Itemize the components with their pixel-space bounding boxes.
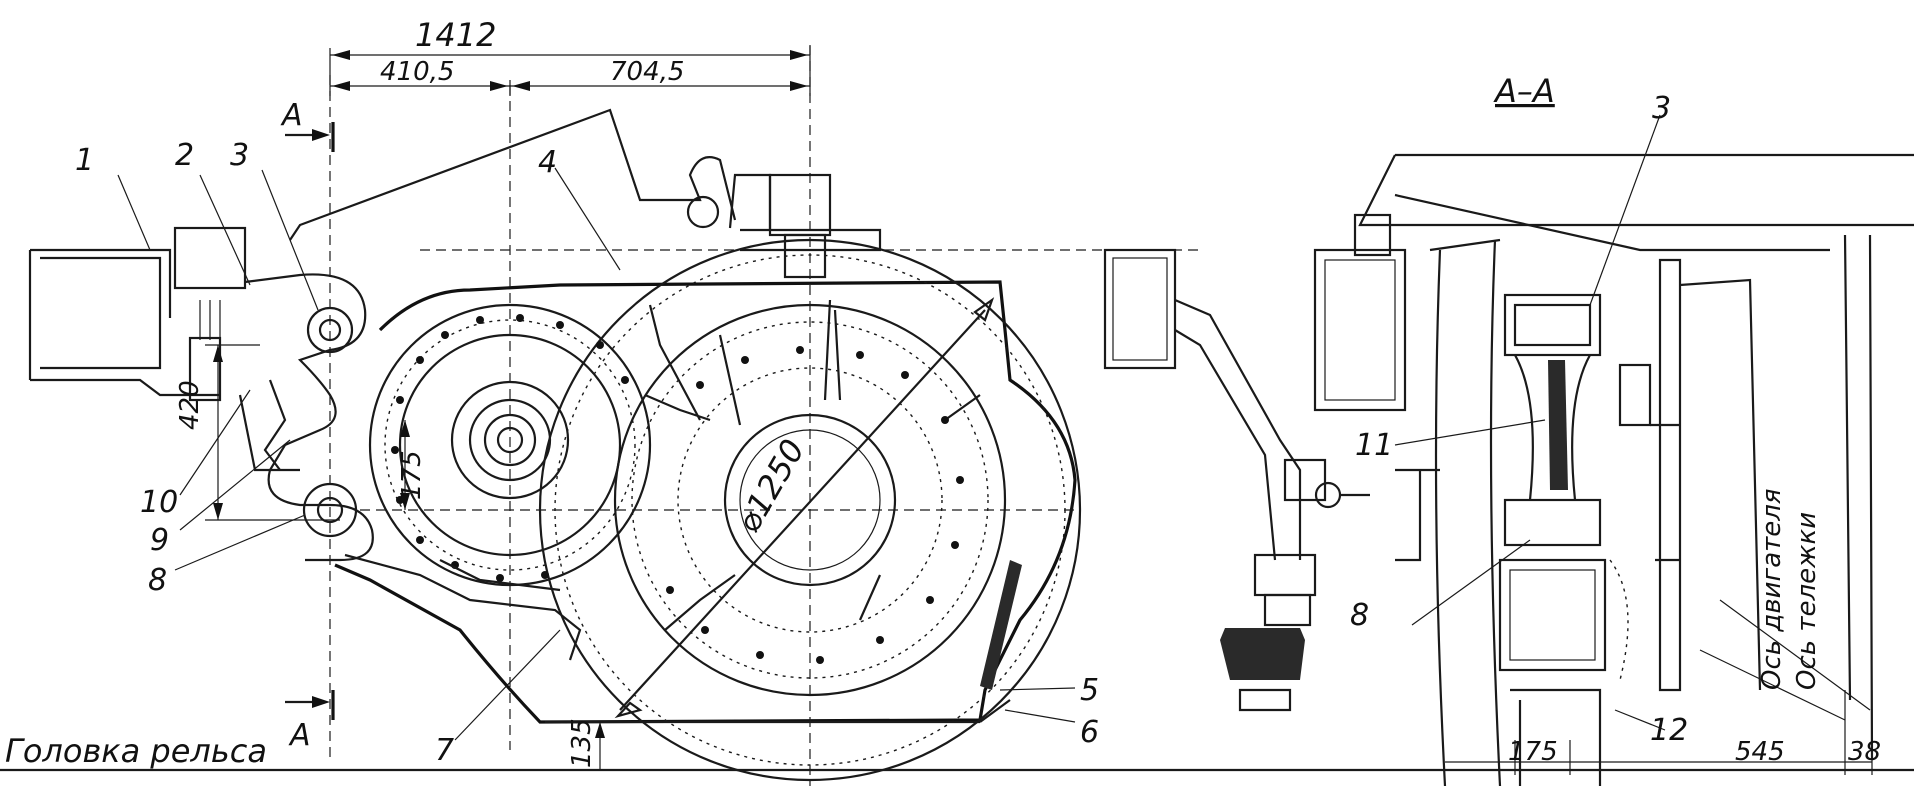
dim-175: 175 bbox=[397, 450, 427, 500]
motor-nose-arm bbox=[289, 108, 737, 241]
wheel-flange bbox=[1434, 239, 1502, 786]
middle-bracket-view bbox=[1103, 248, 1370, 712]
dim-545: 545 bbox=[1735, 737, 1785, 767]
dim-410-5: 410,5 bbox=[380, 57, 454, 87]
frame-block bbox=[188, 336, 222, 402]
hatched-seal bbox=[980, 560, 1022, 690]
lower-bearing bbox=[1503, 498, 1602, 547]
dim-704-5: 704,5 bbox=[610, 57, 684, 87]
dim-135: 135 bbox=[567, 718, 597, 768]
section-label-11: 11 bbox=[1355, 428, 1393, 463]
axle-box bbox=[1498, 558, 1607, 672]
dim-section-175: 175 bbox=[1508, 737, 1558, 767]
part-label-3: 3 bbox=[230, 138, 249, 173]
section-view-title: A–A bbox=[1493, 72, 1555, 110]
bracket-tube bbox=[1103, 248, 1177, 370]
suspension-link bbox=[244, 273, 374, 562]
bracket-base bbox=[1220, 628, 1305, 680]
section-tube bbox=[1313, 248, 1407, 412]
section-label-12: 12 bbox=[1650, 713, 1688, 748]
text-layer: 1412 410,5 704,5 420 175 ⌀1250 135 175 5… bbox=[5, 16, 1881, 770]
part-label-7: 7 bbox=[435, 733, 454, 768]
dim-420: 420 bbox=[175, 380, 205, 430]
link-rod bbox=[1548, 360, 1568, 490]
bogie-frame-inner bbox=[40, 256, 162, 370]
case-bolts bbox=[391, 314, 964, 664]
rail-head-caption: Головка рельса bbox=[5, 732, 267, 770]
gear-case bbox=[334, 280, 1077, 724]
upper-pin bbox=[306, 306, 354, 354]
bracket-arm bbox=[1174, 298, 1302, 561]
section-frame-top bbox=[1358, 153, 1914, 227]
section-label-8: 8 bbox=[1350, 598, 1369, 633]
motor-axis-caption: Ось двигателя bbox=[1757, 488, 1787, 690]
part-label-4: 4 bbox=[538, 145, 557, 180]
part-label-2: 2 bbox=[175, 138, 194, 173]
part-label-6: 6 bbox=[1080, 715, 1099, 750]
diameter-leader bbox=[619, 309, 986, 711]
top-lug bbox=[768, 173, 832, 237]
part-label-10: 10 bbox=[140, 485, 178, 520]
section-label-3: 3 bbox=[1652, 91, 1671, 126]
frame-bracket bbox=[173, 226, 247, 290]
dim-1412: 1412 bbox=[415, 16, 496, 54]
part-label-9: 9 bbox=[150, 523, 169, 558]
section-mark-bottom: A bbox=[288, 718, 311, 753]
dim-38: 38 bbox=[1848, 737, 1881, 767]
right-column bbox=[1658, 258, 1682, 692]
part-label-5: 5 bbox=[1080, 673, 1099, 708]
part-label-8: 8 bbox=[148, 563, 167, 598]
upper-bearing bbox=[1503, 293, 1602, 357]
section-aa-view bbox=[1313, 114, 1914, 786]
bogie-axis-caption: Ось тележки bbox=[1792, 512, 1822, 690]
main-side-view bbox=[0, 45, 1914, 786]
section-mark-top: A bbox=[280, 98, 303, 133]
part-label-1: 1 bbox=[75, 143, 94, 178]
bogie-frame-left bbox=[28, 248, 220, 397]
